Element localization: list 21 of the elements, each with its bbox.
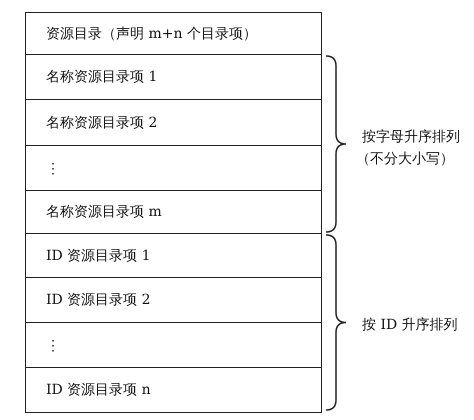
table-row (25, 12, 322, 56)
table-row (25, 145, 322, 192)
note-text: （不分大小写） (356, 150, 454, 168)
row-text: ⋮ (46, 160, 60, 177)
table-row (25, 190, 322, 234)
note-text: 按字母升序排列 (362, 128, 460, 146)
note-text: 按 ID 升序排列 (362, 316, 458, 334)
row-text: 资源目录（声明 m+n 个目录项） (46, 24, 257, 43)
table-row (25, 54, 322, 100)
table-row (25, 367, 322, 412)
row-text: ⋮ (46, 336, 60, 354)
row-text: ID 资源目录项 1 (46, 246, 151, 265)
table-row (25, 233, 322, 278)
table-row (25, 99, 322, 146)
row-text: 名称资源目录项 1 (46, 68, 158, 86)
row-text: ID 资源目录项 n (46, 380, 151, 399)
row-text: 名称资源目录项 2 (46, 114, 158, 132)
row-text: ID 资源目录项 2 (46, 291, 151, 310)
table-row (25, 277, 322, 324)
table-row (25, 322, 322, 368)
row-text: 名称资源目录项 m (46, 203, 162, 222)
